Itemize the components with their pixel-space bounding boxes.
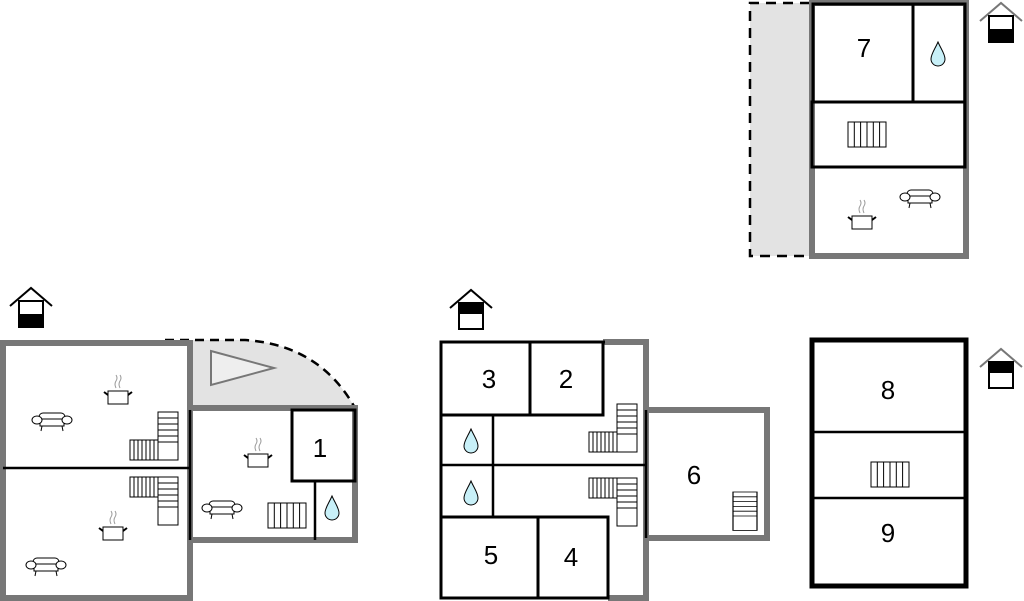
kitchen-pot-icon [98, 510, 128, 541]
plan-upper-right: 7 [748, 0, 1023, 259]
sofa-icon [25, 557, 67, 577]
room-label-4: 4 [564, 542, 578, 572]
house-level-icon [449, 289, 493, 330]
room-label-8: 8 [881, 375, 895, 405]
room-2 [528, 340, 605, 417]
bathroom-drop-icon [463, 480, 479, 506]
terrace [750, 3, 812, 256]
radiator-icon [870, 461, 910, 488]
plan-middle: 3 2 5 4 6 [439, 289, 770, 601]
sofa-icon [201, 500, 243, 520]
stairs-icon [588, 477, 618, 499]
room-label-3: 3 [482, 364, 496, 394]
house-level-icon [9, 287, 53, 328]
room-label-7: 7 [857, 33, 871, 63]
house-level-icon [979, 348, 1023, 389]
stairs-icon [588, 431, 618, 453]
terrace-outline [165, 338, 357, 409]
kitchen-pot-icon [847, 199, 877, 230]
terrace-triangle-icon [210, 349, 278, 387]
hallway [810, 100, 967, 169]
plan-lower-right: 8 9 [809, 337, 1023, 589]
room-label-1: 1 [313, 433, 327, 463]
stairs-icon [616, 403, 638, 453]
kitchen-pot-icon [103, 374, 133, 405]
room-4 [536, 515, 610, 600]
radiator-icon [847, 121, 887, 148]
plan-ground-floor-left: 1 [0, 287, 358, 601]
room-1 [290, 408, 357, 483]
sofa-icon [899, 189, 941, 209]
stairs-icon [129, 476, 159, 498]
stairs-icon [616, 477, 638, 527]
stairs-icon [157, 476, 179, 526]
room-label-6: 6 [687, 460, 701, 490]
bathroom-drop-icon [463, 428, 479, 454]
bathroom-drop-icon [930, 41, 946, 67]
room-label-9: 9 [881, 518, 895, 548]
stairs-icon [129, 439, 159, 461]
radiator-icon [267, 502, 307, 529]
bathroom-drop-icon [324, 495, 340, 521]
stairs-icon [732, 491, 758, 532]
kitchen-pot-icon [243, 437, 273, 468]
house-level-icon [979, 2, 1023, 43]
sofa-icon [31, 412, 73, 432]
room-label-5: 5 [484, 540, 498, 570]
room-label-2: 2 [559, 364, 573, 394]
stairs-icon [157, 411, 179, 461]
